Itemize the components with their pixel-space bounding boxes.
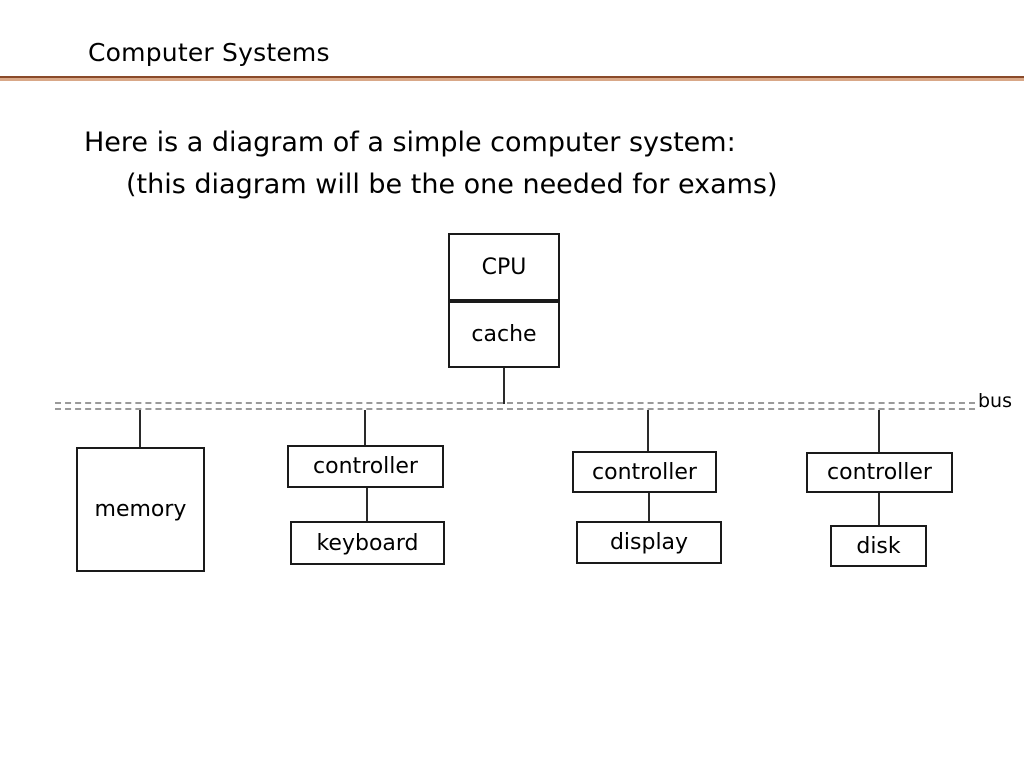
wire-bus-to-memory [139,410,141,447]
wire-bus-to-display-controller [647,410,649,451]
bus-rule-bottom [55,408,975,410]
title-divider [0,76,1024,81]
node-cache: cache [448,301,560,368]
system-bus [55,402,975,410]
title-divider-dark-line [0,76,1024,78]
body-line-1: Here is a diagram of a simple computer s… [84,127,736,158]
node-memory: memory [76,447,205,572]
bus-rule-top [55,402,975,404]
node-display: display [576,521,722,564]
node-keyboard-controller: controller [287,445,444,488]
wire-cpu-to-bus [503,368,505,404]
wire-keyboard-controller-to-keyboard [366,488,368,521]
bus-label: bus [978,390,1013,412]
body-text: Here is a diagram of a simple computer s… [84,122,964,206]
node-cpu: CPU [448,233,560,301]
node-disk-controller: controller [806,452,953,493]
body-line-2: (this diagram will be the one needed for… [126,169,778,200]
title-divider-light-line [0,78,1024,81]
wire-display-controller-to-display [648,493,650,521]
wire-bus-to-disk-controller [878,410,880,452]
wire-bus-to-keyboard-controller [364,410,366,445]
node-disk: disk [830,525,927,567]
node-display-controller: controller [572,451,717,493]
wire-disk-controller-to-disk [878,493,880,525]
page-title: Computer Systems [88,38,330,67]
node-keyboard: keyboard [290,521,445,565]
